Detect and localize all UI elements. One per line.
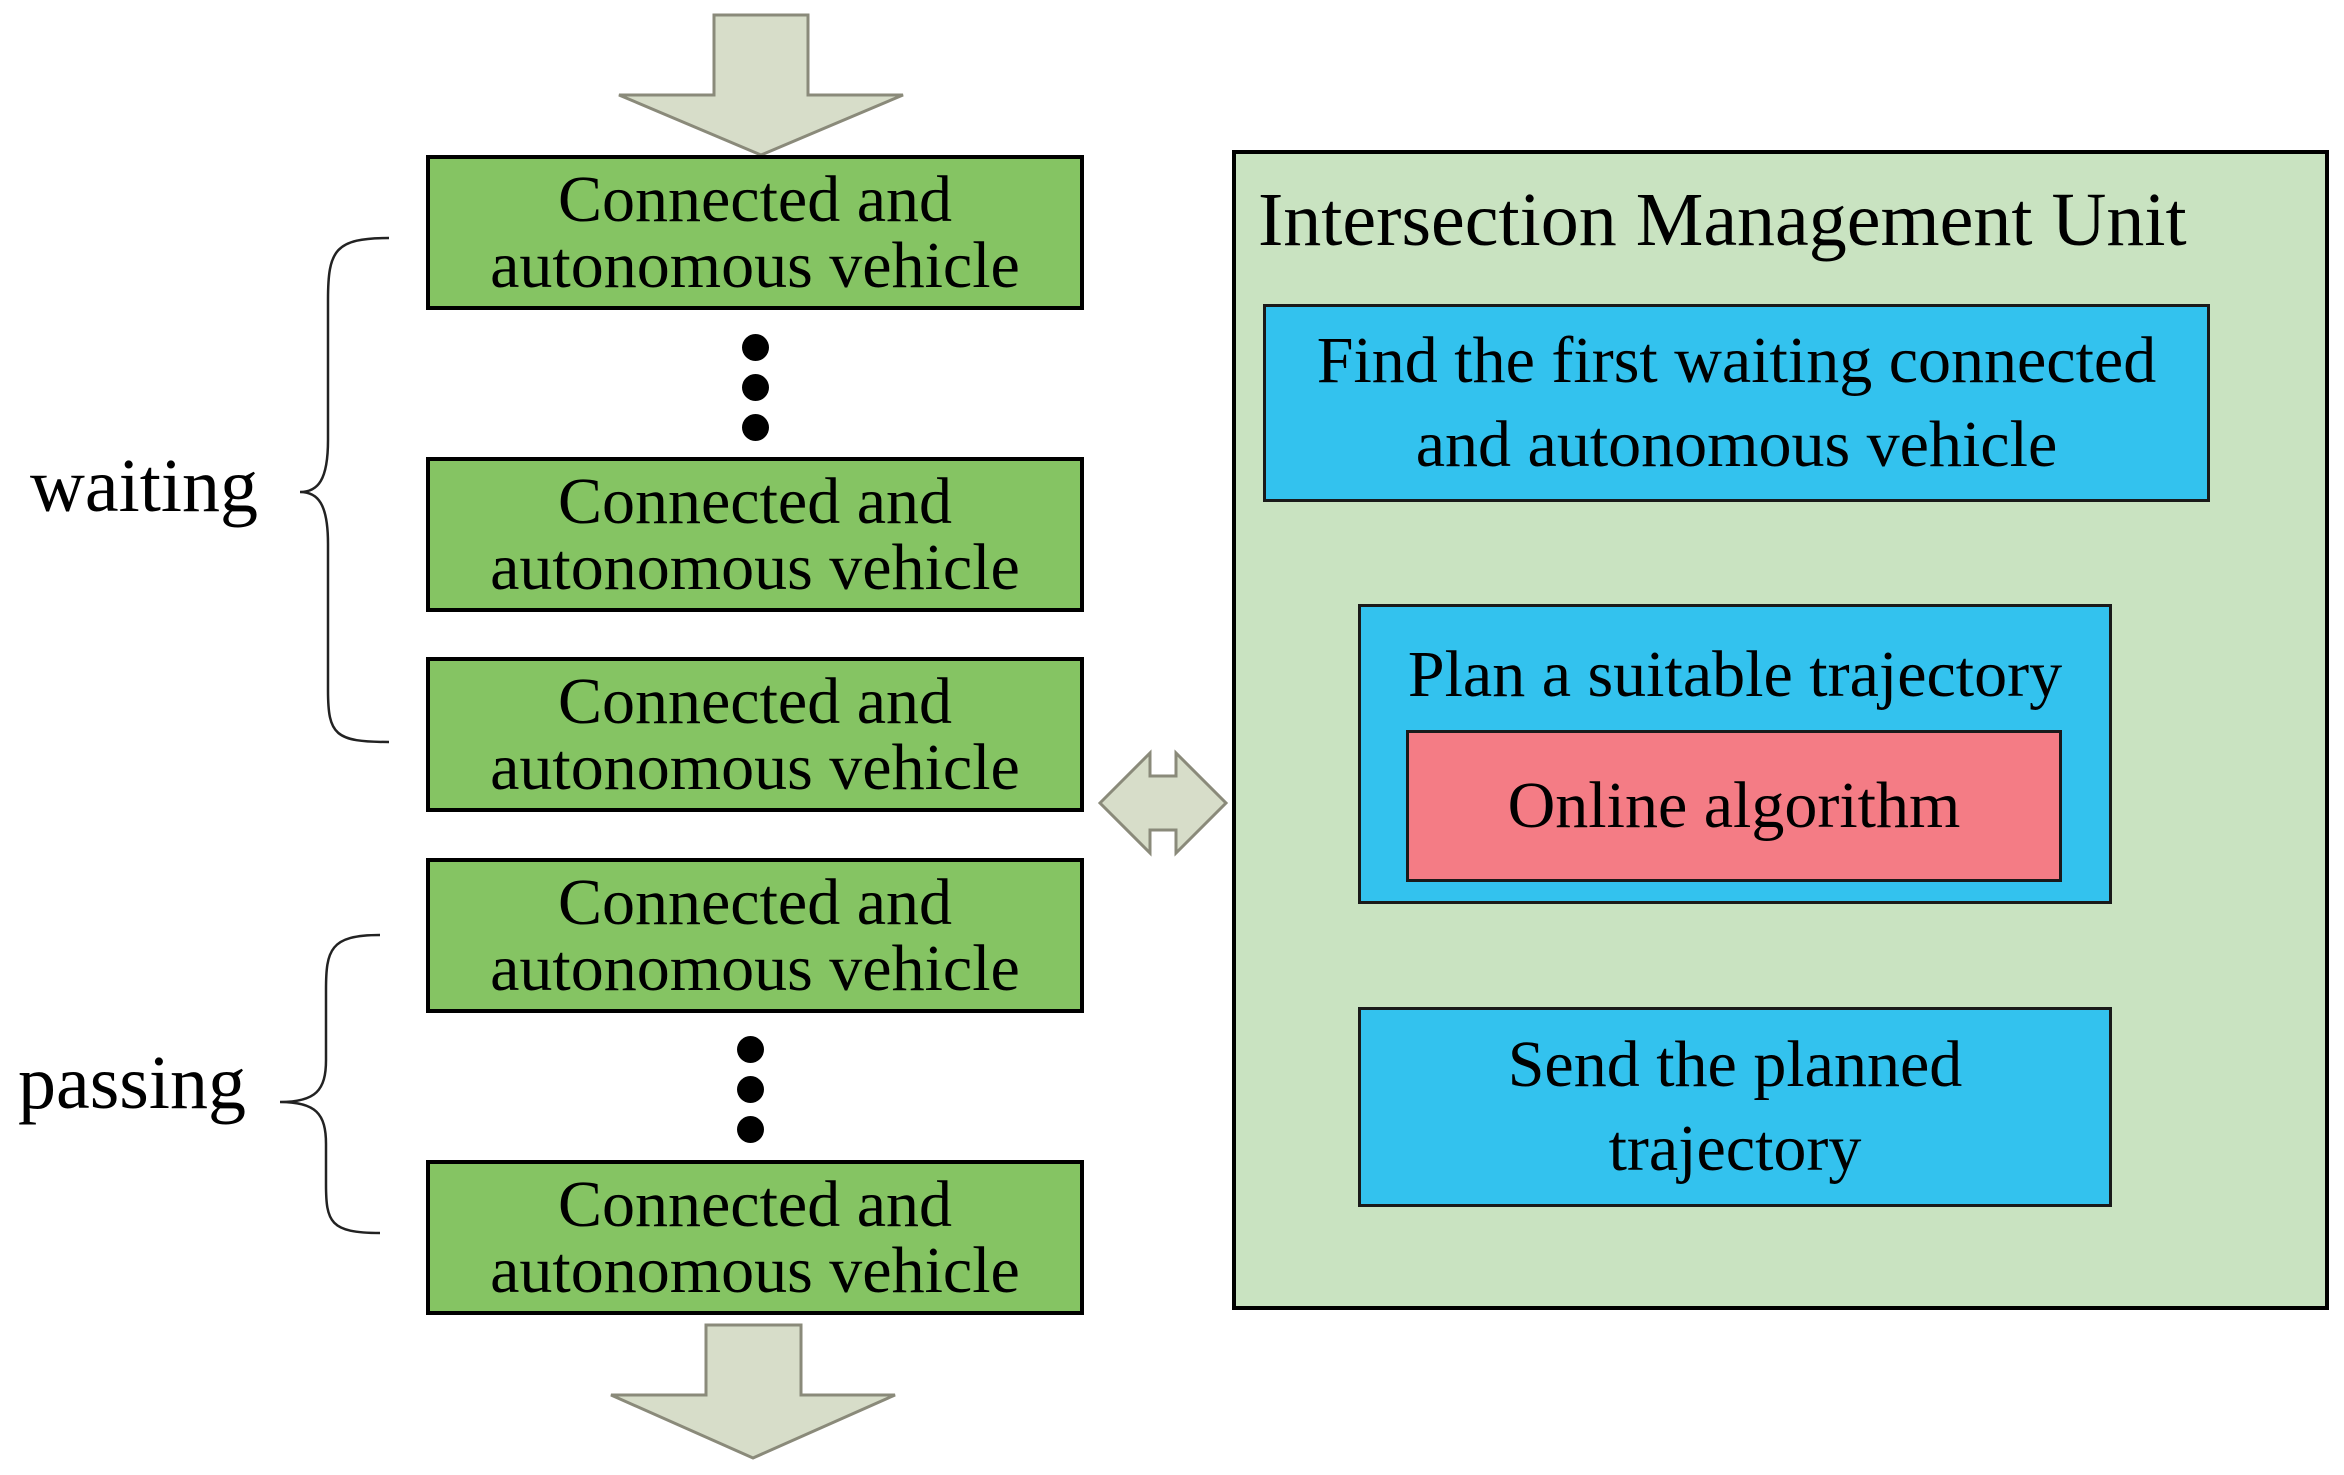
vehicle-box: Connected and autonomous vehicle <box>426 1160 1084 1315</box>
vehicle-label: Connected and autonomous vehicle <box>490 162 1020 302</box>
ellipsis-dot <box>737 1036 764 1063</box>
waiting-brace <box>299 236 390 744</box>
send-trajectory-step-label: Send the planned trajectory <box>1507 1027 1963 1185</box>
outgoing-flow-arrow <box>610 1323 896 1460</box>
ellipsis-dot <box>742 414 769 441</box>
vehicle-label: Connected and autonomous vehicle <box>490 1167 1020 1307</box>
vehicle-label: Connected and autonomous vehicle <box>490 664 1020 804</box>
ellipsis-dot <box>742 334 769 361</box>
incoming-flow-arrow <box>618 13 904 157</box>
vehicle-label: Connected and autonomous vehicle <box>490 865 1020 1005</box>
waiting-label: waiting <box>30 444 258 528</box>
bidirectional-communication-arrow <box>1097 749 1229 857</box>
ellipsis-dot <box>737 1076 764 1103</box>
vehicle-box: Connected and autonomous vehicle <box>426 858 1084 1013</box>
send-trajectory-step: Send the planned trajectory <box>1358 1007 2112 1207</box>
ellipsis-dot <box>742 374 769 401</box>
vehicle-label: Connected and autonomous vehicle <box>490 464 1020 604</box>
plan-trajectory-step-label: Plan a suitable trajectory <box>1407 638 2063 711</box>
vehicle-box: Connected and autonomous vehicle <box>426 155 1084 310</box>
find-vehicle-step: Find the first waiting connected and aut… <box>1263 304 2210 502</box>
passing-label: passing <box>18 1041 246 1125</box>
imu-title: Intersection Management Unit <box>1258 178 2187 262</box>
ellipsis-dot <box>737 1116 764 1143</box>
vehicle-box: Connected and autonomous vehicle <box>426 657 1084 812</box>
online-algorithm-box: Online algorithm <box>1406 730 2062 882</box>
find-vehicle-step-label: Find the first waiting connected and aut… <box>1316 323 2157 481</box>
passing-brace <box>279 933 381 1235</box>
online-algorithm-label: Online algorithm <box>1507 769 1961 842</box>
vehicle-box: Connected and autonomous vehicle <box>426 457 1084 612</box>
